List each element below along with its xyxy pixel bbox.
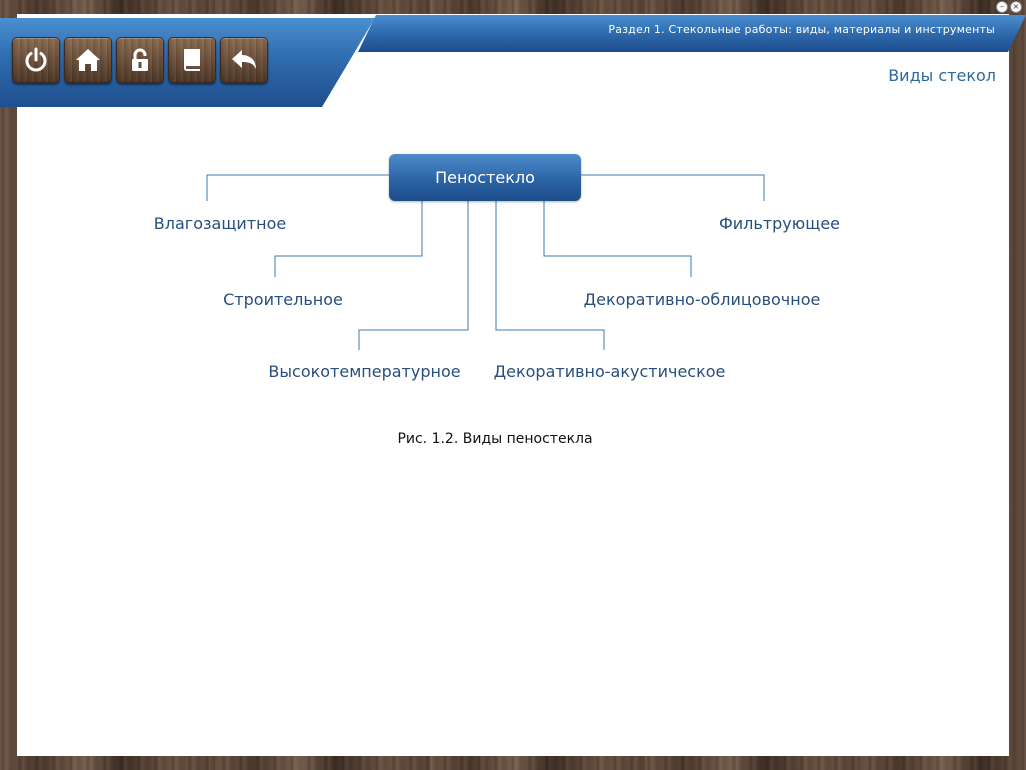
book-icon [183, 49, 200, 71]
home-button[interactable] [64, 37, 112, 83]
section-title-bar [358, 15, 1026, 52]
node-decor-acoustic: Декоративно-акустическое [493, 362, 726, 381]
power-icon [25, 47, 47, 72]
node-decor-facing: Декоративно-облицовочное [583, 290, 821, 309]
connector-decor-facing [543, 201, 692, 277]
node-high-temp: Высокотемпературное [268, 362, 461, 381]
root-node: Пеностекло [389, 154, 581, 201]
connector-decor-acoustic [495, 201, 605, 350]
connector-filter [581, 174, 765, 201]
lock-button[interactable] [116, 37, 164, 83]
node-construction: Строительное [223, 290, 343, 309]
connector-construction [274, 201, 423, 277]
lock-icon [132, 48, 148, 71]
content-page [17, 14, 1009, 756]
connector-high-temp [358, 201, 469, 350]
home-icon [76, 49, 100, 71]
page-title: Виды стекол [888, 66, 996, 85]
window-controls: – × [996, 1, 1022, 13]
minimize-icon[interactable]: – [996, 1, 1008, 13]
close-icon[interactable]: × [1010, 1, 1022, 13]
back-arrow-icon [232, 50, 256, 69]
connector-moisture [206, 174, 389, 201]
figure-caption: Рис. 1.2. Виды пеностекла [397, 431, 593, 447]
node-moisture: Влагозащитное [153, 214, 287, 233]
book-button[interactable] [168, 37, 216, 83]
section-title: Раздел 1. Стекольные работы: виды, матер… [608, 23, 995, 36]
toolbar [12, 37, 268, 83]
node-filter: Фильтрующее [719, 214, 840, 233]
power-button[interactable] [12, 37, 60, 83]
back-button[interactable] [220, 37, 268, 83]
